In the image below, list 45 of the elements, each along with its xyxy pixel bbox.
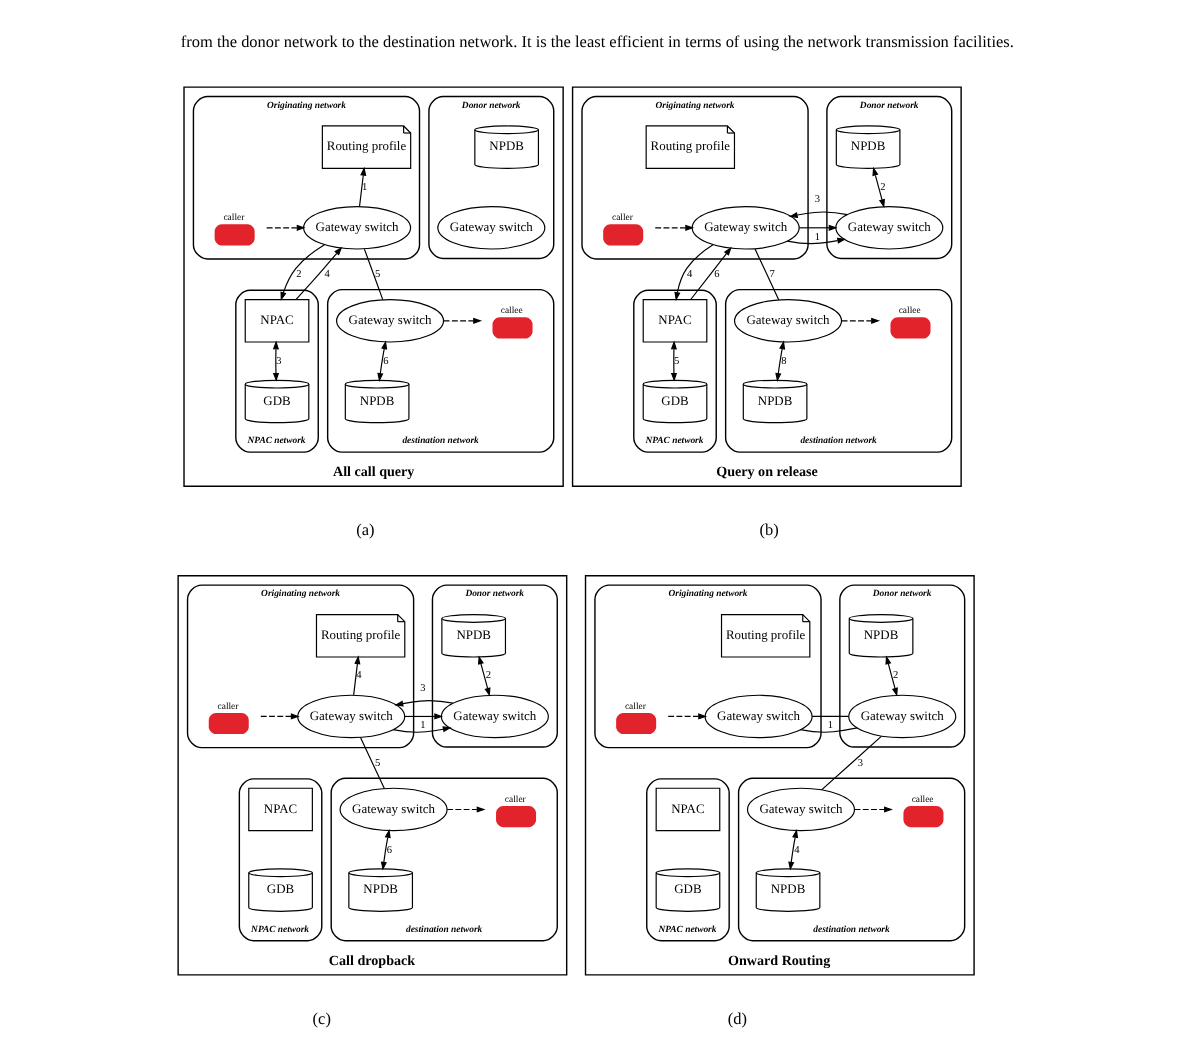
label: (a) bbox=[356, 521, 375, 540]
arrow bbox=[788, 211, 849, 219]
arrow bbox=[654, 224, 695, 231]
connector bbox=[363, 248, 384, 301]
arrow bbox=[854, 806, 893, 813]
arrow bbox=[272, 340, 280, 382]
connector bbox=[360, 737, 385, 790]
arrow bbox=[377, 340, 388, 382]
arrow bbox=[266, 224, 306, 231]
arrow bbox=[670, 340, 678, 382]
arrow bbox=[260, 713, 300, 720]
arrow bbox=[443, 317, 483, 324]
arrow bbox=[353, 655, 361, 696]
arrow bbox=[295, 246, 343, 300]
connector bbox=[821, 735, 882, 791]
node-box bbox=[496, 805, 537, 828]
connector bbox=[799, 715, 858, 733]
arrow bbox=[786, 224, 847, 245]
arrow bbox=[690, 246, 732, 301]
arrow bbox=[841, 317, 880, 324]
label: (b) bbox=[759, 521, 779, 540]
arrow bbox=[775, 340, 786, 382]
node-box bbox=[616, 712, 657, 735]
arrow bbox=[872, 166, 885, 208]
arrow bbox=[667, 713, 708, 720]
arrow bbox=[280, 244, 326, 301]
node-box bbox=[603, 224, 644, 246]
label: (c) bbox=[312, 1009, 331, 1028]
label: (d) bbox=[727, 1009, 748, 1028]
arrow bbox=[392, 713, 452, 733]
arrow bbox=[674, 244, 714, 302]
node-box bbox=[492, 317, 533, 339]
connector bbox=[754, 248, 780, 301]
arrow bbox=[394, 700, 454, 707]
node-box bbox=[214, 224, 255, 246]
arrow bbox=[788, 829, 799, 871]
arrow bbox=[358, 166, 367, 207]
arrow bbox=[885, 655, 898, 697]
node-box bbox=[208, 712, 249, 735]
arrow bbox=[380, 829, 391, 871]
node-box bbox=[903, 805, 944, 828]
label: from the donor network to the destination network. It is the least efficient in terms of using the network transmission facilities. bbox=[180, 32, 1014, 51]
node-box bbox=[890, 317, 931, 339]
arrow bbox=[446, 806, 486, 813]
arrow bbox=[477, 655, 491, 697]
